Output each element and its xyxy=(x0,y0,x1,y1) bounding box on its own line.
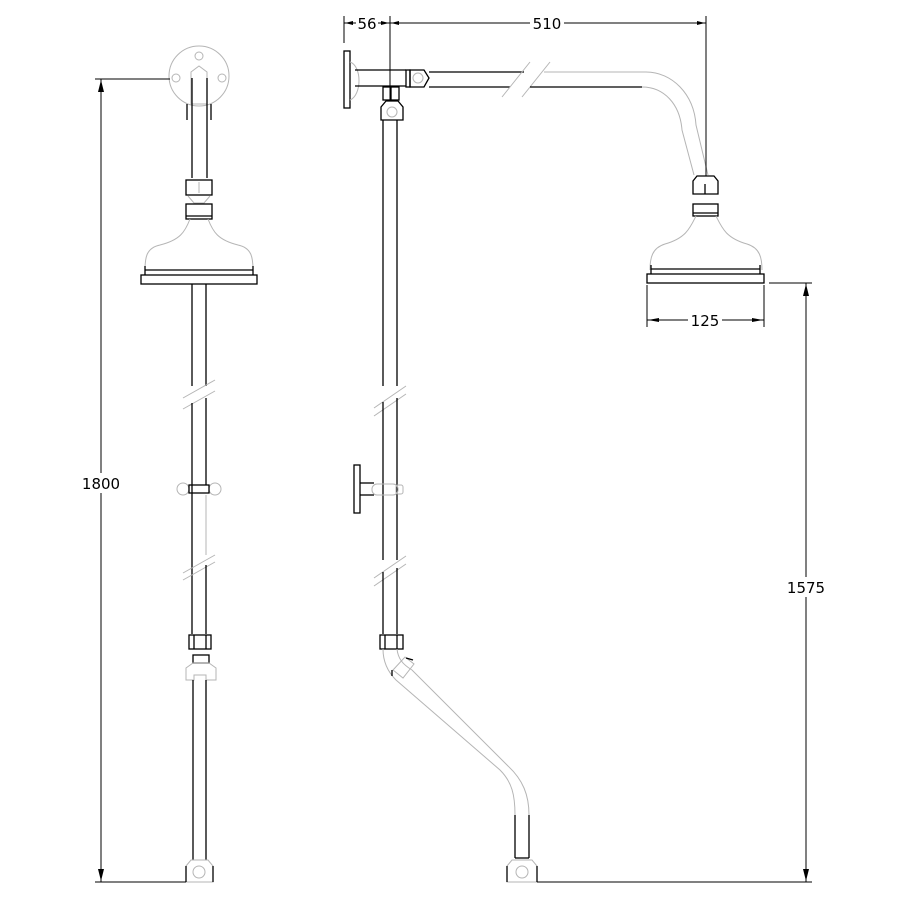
dimension-head-height: 1575 xyxy=(537,282,827,883)
dimension-top: 56 510 xyxy=(343,14,707,176)
dim-label-1800: 1800 xyxy=(82,475,120,493)
dim-label-510: 510 xyxy=(533,15,562,33)
dimension-head-diameter: 125 xyxy=(646,285,765,330)
dim-label-1575: 1575 xyxy=(787,579,825,597)
dim-label-56: 56 xyxy=(357,15,376,33)
dim-label-125: 125 xyxy=(691,312,720,330)
front-view xyxy=(140,45,258,883)
side-view xyxy=(343,50,765,883)
dimension-overall-height: 1800 xyxy=(80,78,186,883)
